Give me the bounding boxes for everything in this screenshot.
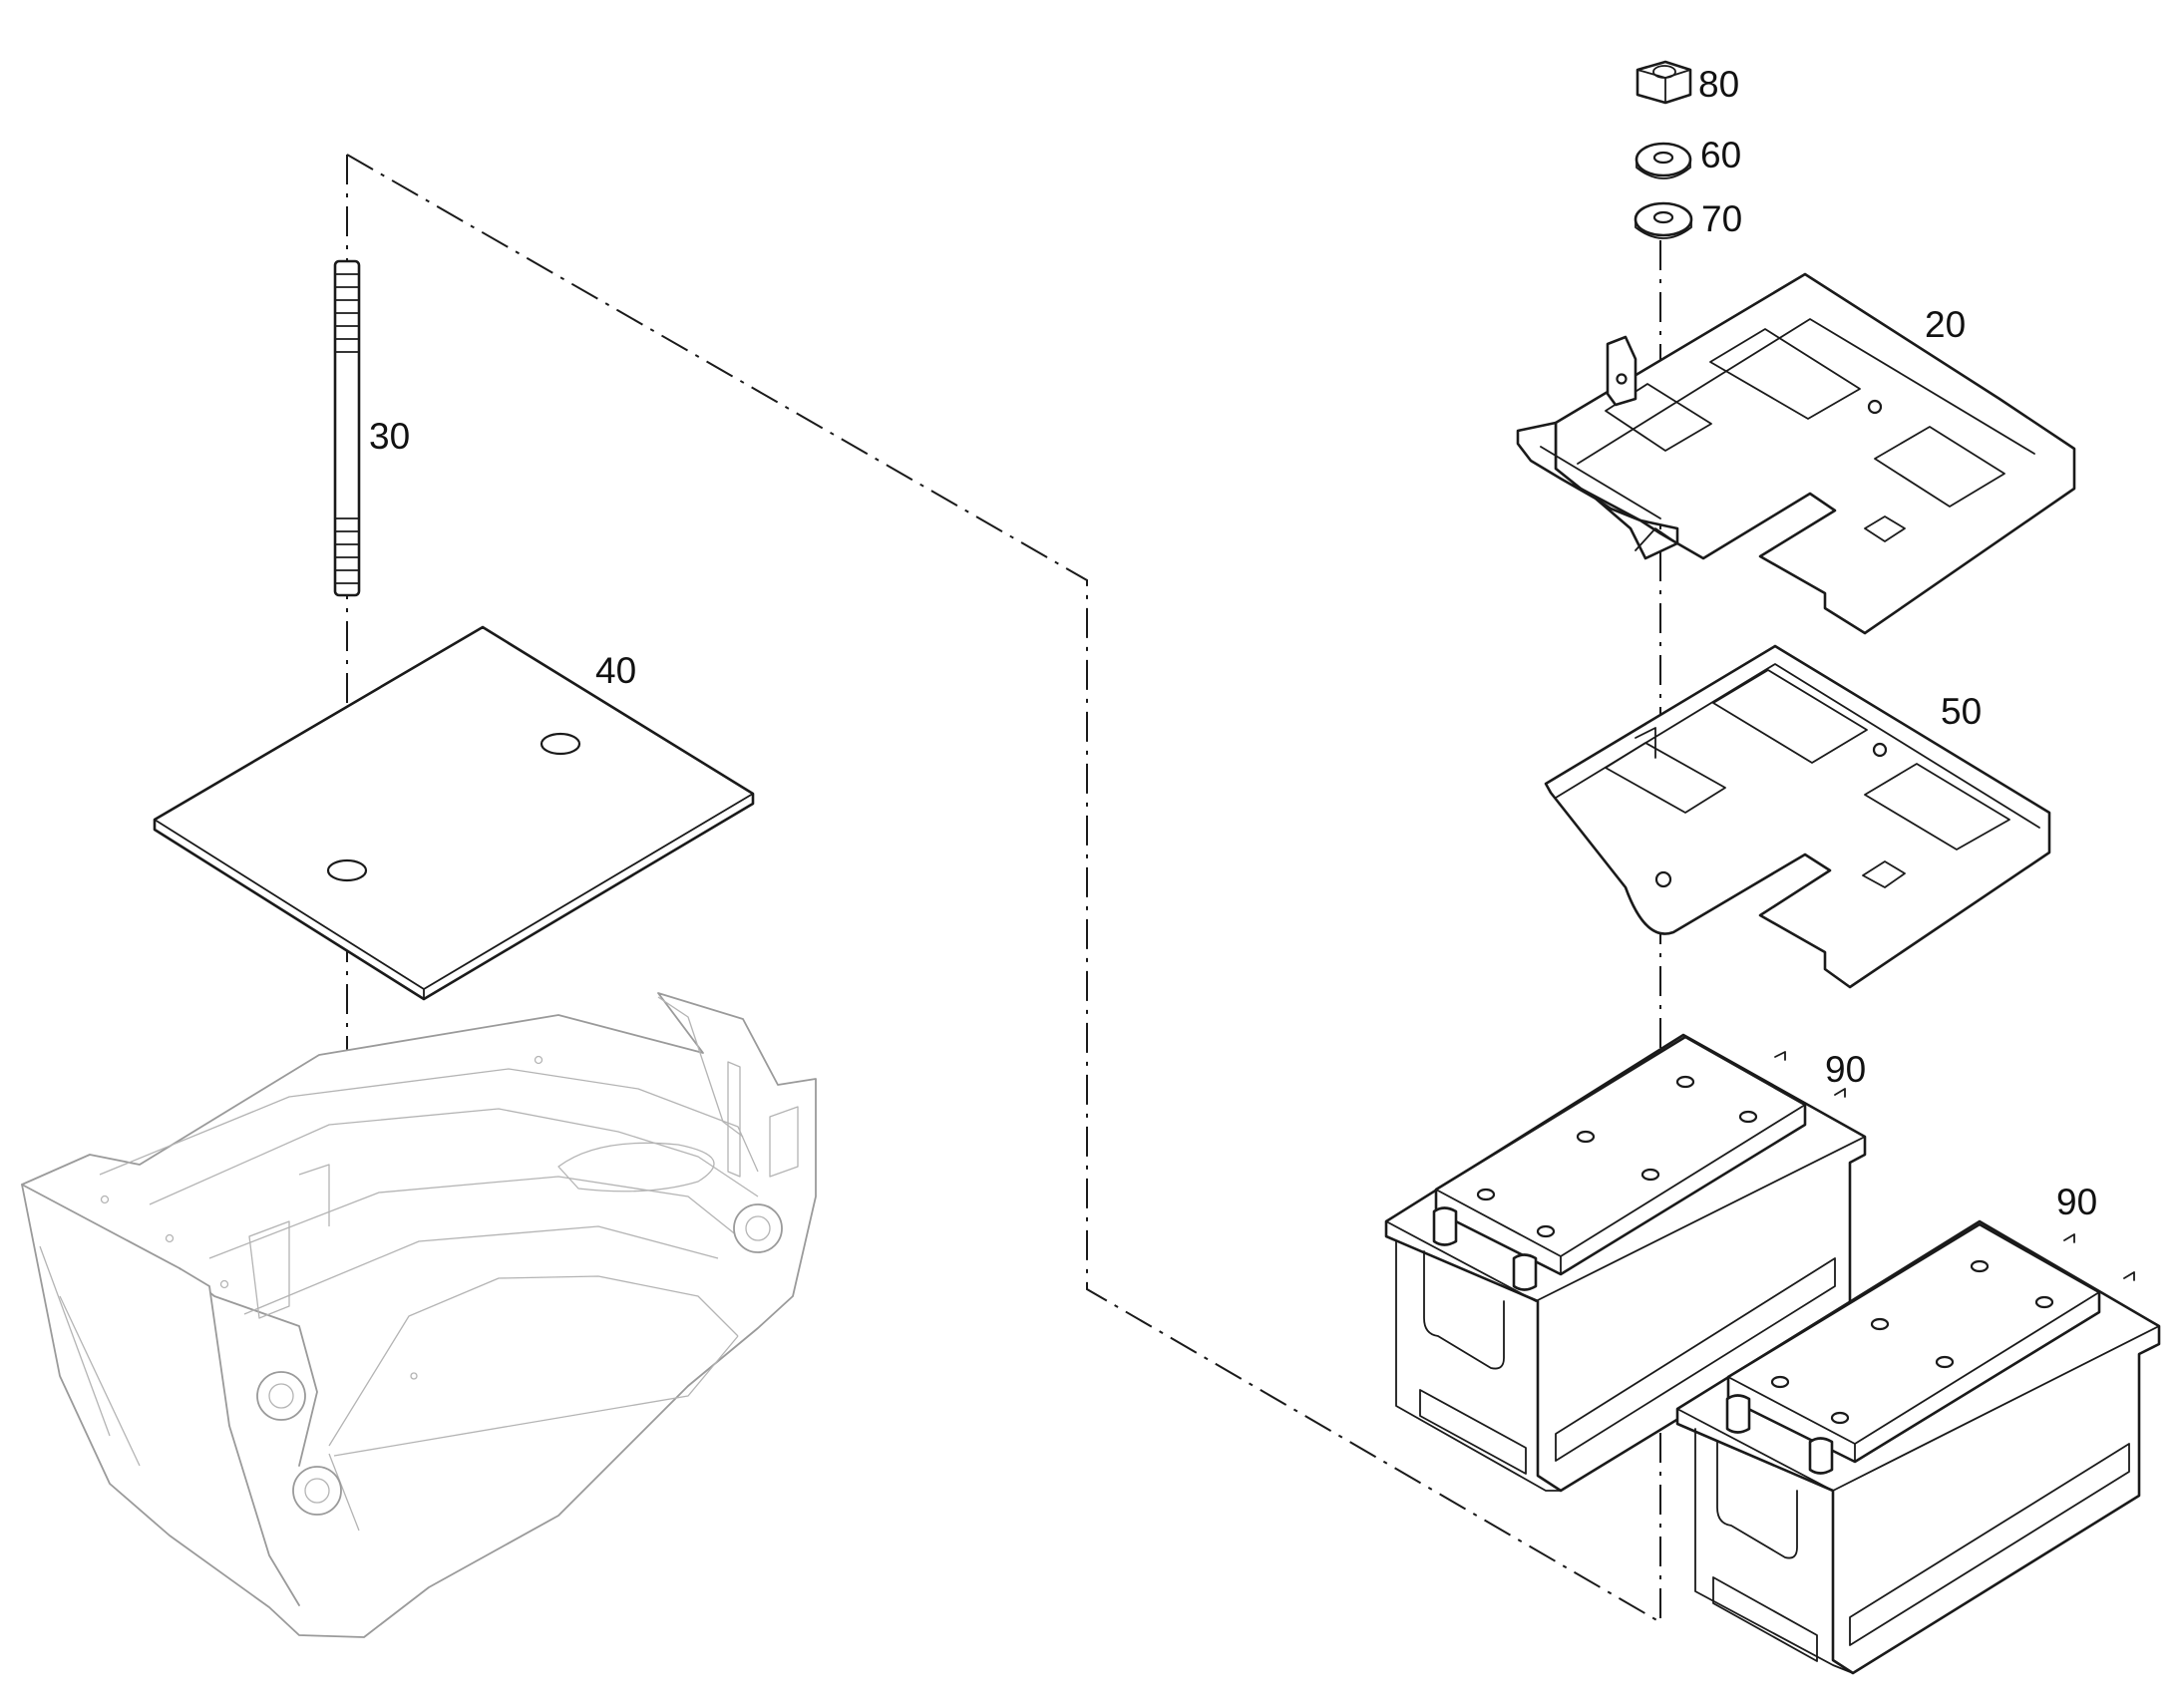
housing-bushing-low <box>292 1466 342 1516</box>
callout-labels: 80 60 70 20 30 40 50 90 90 <box>369 64 2097 1222</box>
callout-30: 30 <box>369 416 410 457</box>
callout-40: 40 <box>595 650 636 691</box>
callout-60: 60 <box>1700 135 1741 175</box>
washer-item-70 <box>1634 201 1693 239</box>
callout-50: 50 <box>1941 691 1982 732</box>
battery-housing-base <box>21 992 817 1638</box>
housing-bushing-top <box>733 1203 783 1253</box>
threaded-stud-item-30 <box>333 259 361 597</box>
battery-tray-item-20 <box>1516 272 2076 635</box>
housing-bushing-mid <box>256 1371 306 1421</box>
flat-plate-item-40 <box>153 625 755 1001</box>
callout-80: 80 <box>1698 64 1739 105</box>
plate-hole-rear <box>540 732 581 756</box>
plate-hole-front <box>326 858 368 882</box>
callout-90-lower: 90 <box>2056 1182 2097 1222</box>
tray-plate-item-50 <box>1544 644 2051 989</box>
callout-90-upper: 90 <box>1825 1049 1866 1090</box>
callout-70: 70 <box>1701 198 1742 239</box>
callout-20: 20 <box>1925 304 1966 345</box>
assembly-frame-dashdot <box>346 154 1661 1624</box>
battery-lower-item-90 <box>1675 1219 2161 1675</box>
washer-item-60 <box>1635 142 1692 179</box>
hex-nut-item-80 <box>1635 60 1692 105</box>
